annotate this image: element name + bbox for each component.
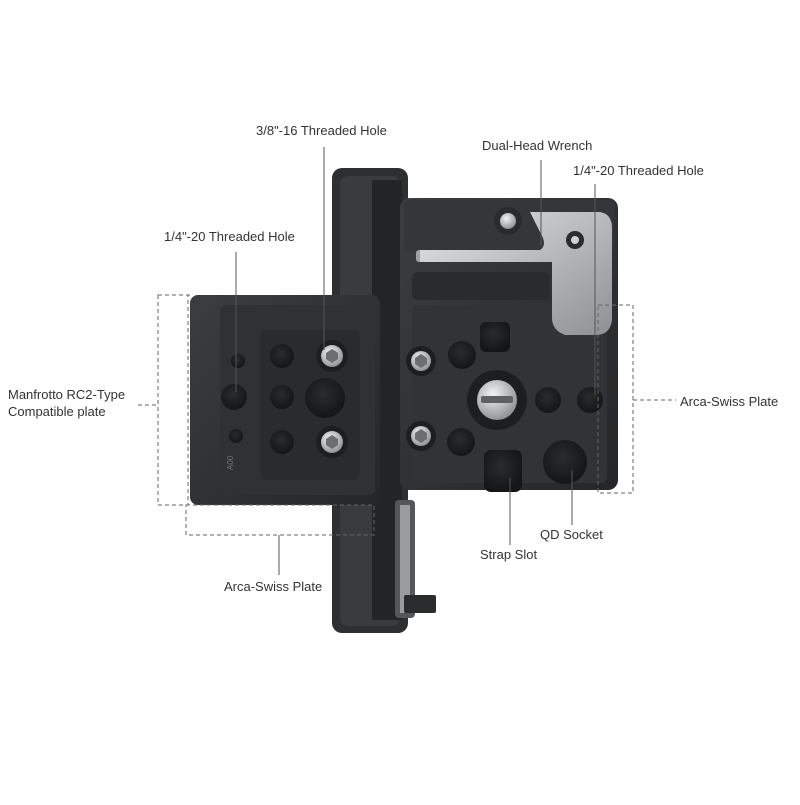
label-strap-slot: Strap Slot: [480, 547, 538, 562]
manfrotto-outline: [157, 294, 189, 506]
manfrotto-plate: [190, 295, 380, 505]
plate-engraving: A00: [226, 455, 235, 470]
arca-right-outline: [597, 304, 634, 494]
label-1-4-threaded-hole-right: 1/4"-20 Threaded Hole: [573, 163, 704, 178]
arca-swiss-plate-right: [400, 198, 618, 492]
label-arca-swiss-right: Arca-Swiss Plate: [680, 394, 779, 409]
plate-outlines: [138, 294, 676, 536]
label-1-4-threaded-hole-left: 1/4"-20 Threaded Hole: [164, 229, 295, 244]
label-arca-swiss-bottom: Arca-Swiss Plate: [224, 579, 323, 594]
dual-head-wrench: [420, 212, 612, 335]
arca-bottom-outline: [185, 504, 375, 536]
leader-lines: [235, 147, 596, 575]
label-qd-socket: QD Socket: [540, 527, 603, 542]
label-manfrotto-line2: Compatible plate: [8, 404, 106, 419]
label-manfrotto-line1: Manfrotto RC2-Type: [8, 387, 126, 402]
label-manfrotto-plate: Manfrotto RC2-Type Compatible plate: [8, 386, 158, 420]
mount-body-ring: [332, 168, 436, 633]
label-3-8-threaded-hole: 3/8"-16 Threaded Hole: [256, 123, 387, 138]
label-dual-head-wrench: Dual-Head Wrench: [482, 138, 593, 153]
